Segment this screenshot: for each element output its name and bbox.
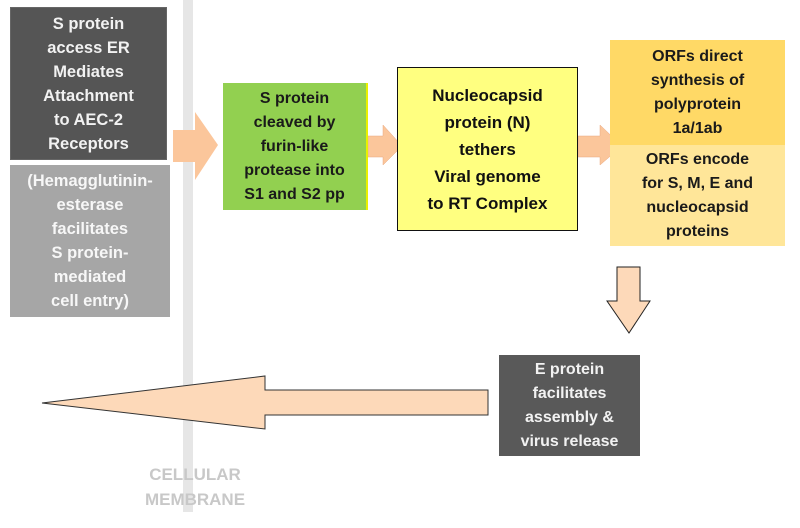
arrow-down-assembly — [606, 266, 651, 334]
arrow-left-release — [41, 375, 489, 430]
s-protein-cleaved-box: S protein cleaved by furin-like protease… — [223, 83, 368, 210]
orfs-direct-box: ORFs direct synthesis of polyprotein 1a/… — [610, 40, 785, 145]
cellular-membrane-line — [183, 0, 193, 512]
cellular-membrane-label: CELLULAR MEMBRANE — [144, 465, 246, 509]
orfs-encode-box: ORFs encode for S, M, E and nucleocapsid… — [610, 145, 785, 246]
e-protein-text: E protein facilitates assembly & virus r… — [520, 360, 619, 450]
hemagglutinin-text: (Hemagglutinin- esterase facilitates S p… — [27, 172, 153, 310]
nucleocapsid-box: Nucleocapsid protein (N) tethers Viral g… — [397, 67, 578, 231]
s-protein-access-box: S protein access ER Mediates Attachment … — [10, 7, 167, 160]
orfs-encode-text: ORFs encode for S, M, E and nucleocapsid… — [641, 150, 754, 240]
hemagglutinin-box: (Hemagglutinin- esterase facilitates S p… — [10, 165, 170, 317]
orfs-direct-text: ORFs direct synthesis of polyprotein 1a/… — [650, 47, 745, 137]
s-protein-access-text: S protein access ER Mediates Attachment … — [43, 14, 134, 153]
nucleocapsid-text: Nucleocapsid protein (N) tethers Viral g… — [427, 85, 548, 213]
e-protein-box: E protein facilitates assembly & virus r… — [499, 355, 640, 456]
s-protein-cleaved-text: S protein cleaved by furin-like protease… — [244, 89, 345, 203]
arrow-right-entry — [173, 112, 218, 180]
